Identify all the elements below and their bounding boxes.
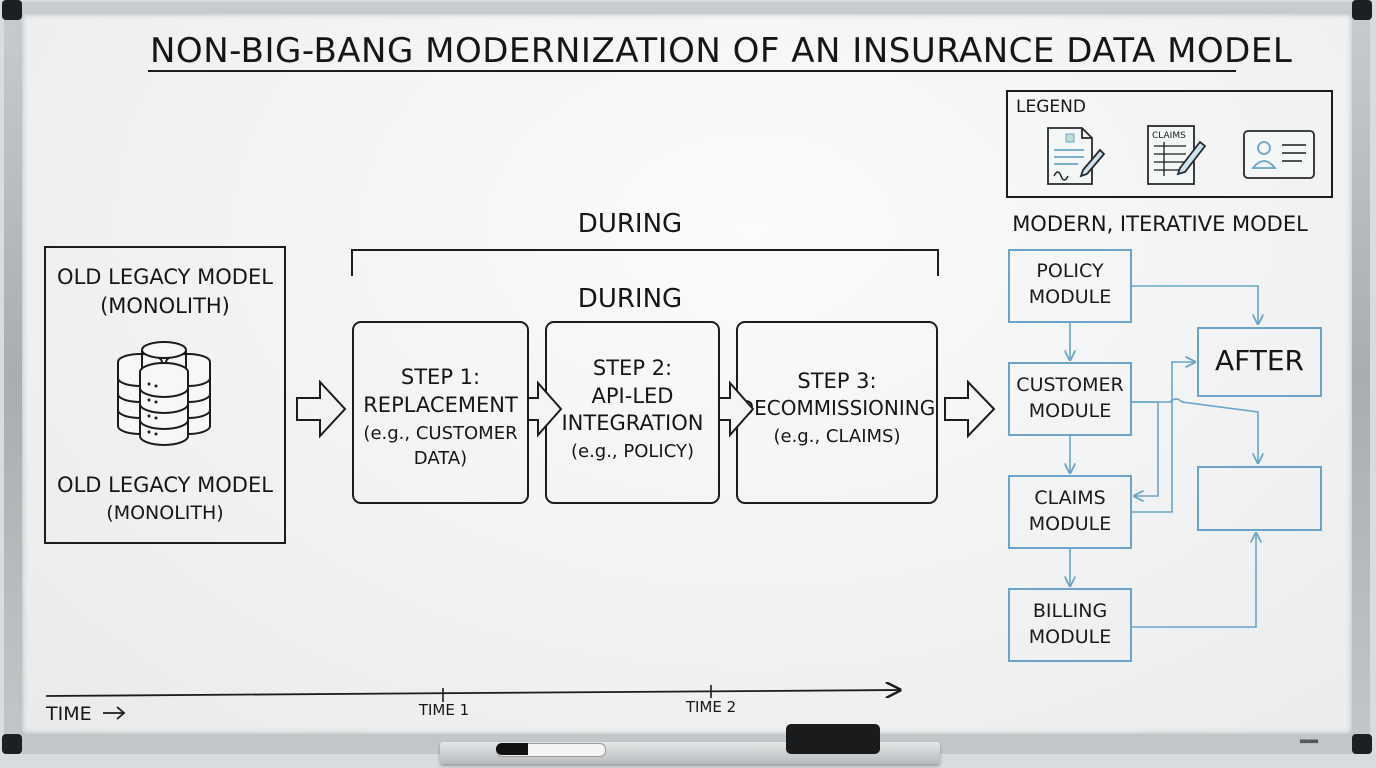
legacy-sub-bottom: (MONOLITH) [106,502,224,524]
billing-module-line2: MODULE [1028,626,1112,648]
step-1-example-cont: DATA) [413,448,468,469]
step-1-box [352,321,529,504]
legacy-label-top: OLD LEGACY MODEL [57,265,273,289]
claims-module-line1: CLAIMS [1034,487,1106,509]
legacy-model-box [44,246,286,544]
policy-module-line2: MODULE [1028,286,1112,308]
legend-label: LEGEND [1016,97,1086,117]
title-underline [148,70,1236,72]
customer-module-line1: CUSTOMER [1016,374,1124,396]
billing-module-line1: BILLING [1032,600,1108,622]
connector-customer-empty [1132,398,1258,463]
arrow-legacy-to-step1 [296,379,347,439]
step-1-example: (e.g., CUSTOMER [363,423,518,444]
frame-corner [1352,0,1372,20]
step-2-name: API-LED [591,384,674,408]
timeline-start-label: TIME [46,703,92,725]
after-box [1197,327,1322,397]
timeline [45,685,900,720]
diagram-title: NON-BIG-BANG MODERNIZATION OF AN INSURAN… [150,31,1293,71]
during-bracket [351,249,939,276]
document-icon [1047,127,1106,185]
after-label: AFTER [1214,344,1305,377]
during-row-label: DURING [577,284,683,314]
arrow-step1-to-step2 [529,380,563,438]
during-bracket-label: DURING [577,209,683,239]
legacy-sub-top: (MONOLITH) [100,294,230,318]
customer-module-line2: MODULE [1028,400,1112,422]
empty-target-box [1197,466,1322,531]
step-2-name-cont: INTEGRATION [561,411,704,435]
frame-corner [2,734,22,754]
arrow-step2-to-step3 [720,380,755,438]
legacy-label-bottom: OLD LEGACY MODEL [57,473,273,497]
connector-billing-empty [1132,533,1256,628]
timeline-axis [45,690,900,696]
legend-box [1006,90,1333,198]
frame-corner [2,0,22,20]
brand-mark: ■■■■■ [1300,738,1319,745]
arrow-step3-to-modern [944,379,996,439]
step-1-name: REPLACEMENT [363,393,518,417]
customer-module-box [1008,362,1132,436]
claims-form-icon: CLAIMS [1147,125,1207,185]
policy-module-box [1008,249,1132,323]
timeline-start-arrow [103,706,126,720]
svg-text:CLAIMS: CLAIMS [1152,131,1186,141]
frame-corner [1352,734,1372,754]
connector-customer-claims-loop [1132,401,1159,496]
timeline-mark-2-label: TIME 2 [685,698,737,716]
step-3-name: DECOMMISSIONING [738,396,936,420]
eraser [786,724,880,754]
step-2-example: (e.g., POLICY) [570,441,695,462]
database-dots [147,382,158,436]
step-3-example: (e.g., CLAIMS) [773,426,901,447]
id-card-icon [1243,130,1315,179]
step-2-title: STEP 2: [592,356,673,380]
modern-model-heading: MODERN, ITERATIVE MODEL [1012,212,1308,236]
modern-connectors [1070,285,1258,628]
timeline-mark-1-label: TIME 1 [418,701,470,719]
step-3-title: STEP 3: [797,369,877,393]
connector-policy-after [1132,285,1258,324]
policy-module-line1: POLICY [1036,260,1104,282]
marker [496,743,606,757]
billing-module-box [1008,588,1132,662]
step-1-title: STEP 1: [400,365,481,389]
database-stack-icon [117,341,211,446]
claims-module-box [1008,475,1132,549]
connector-claims-after [1132,362,1195,513]
claims-module-line2: MODULE [1028,513,1112,535]
